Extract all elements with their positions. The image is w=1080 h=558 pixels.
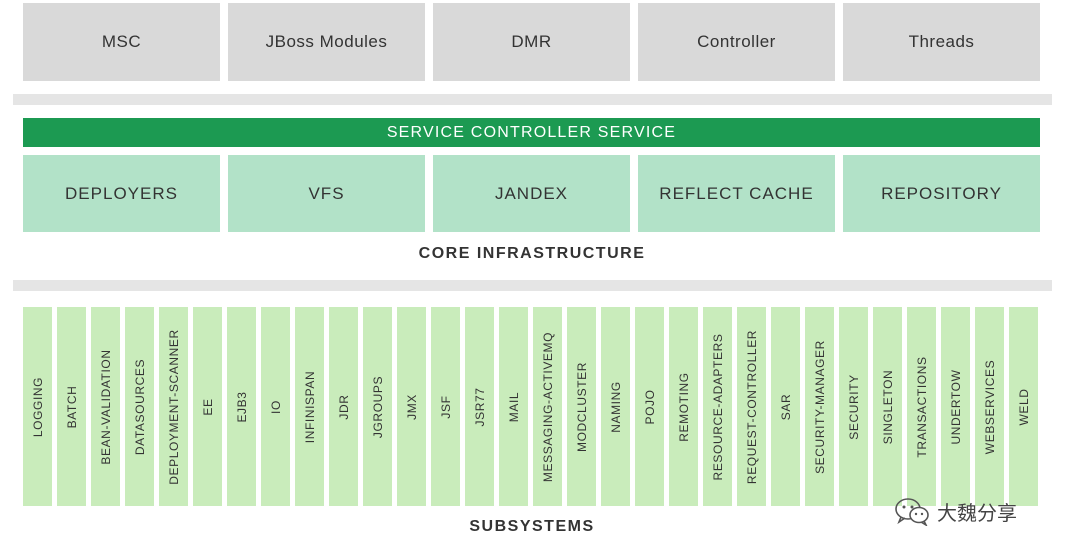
subsystem-label: BEAN-VALIDATION bbox=[98, 348, 113, 465]
core-jandex: JANDEX bbox=[433, 155, 630, 232]
subsystem-label: EE bbox=[200, 397, 215, 416]
subsystem-naming: NAMING bbox=[601, 307, 630, 506]
subsystem-jsr77: JSR77 bbox=[465, 307, 494, 506]
module-jboss-modules: JBoss Modules bbox=[228, 3, 425, 81]
module-dmr: DMR bbox=[433, 3, 630, 81]
subsystem-label: SECURITY bbox=[846, 373, 861, 440]
subsystem-ejb3: EJB3 bbox=[227, 307, 256, 506]
module-threads: Threads bbox=[843, 3, 1040, 81]
module-controller: Controller bbox=[638, 3, 835, 81]
subsystem-label: JDR bbox=[336, 393, 351, 420]
subsystem-deployment-scanner: DEPLOYMENT-SCANNER bbox=[159, 307, 188, 506]
wechat-icon bbox=[895, 498, 929, 526]
subsystem-weld: WELD bbox=[1009, 307, 1038, 506]
separator-middle bbox=[13, 280, 1052, 291]
subsystem-messaging-activemq: MESSAGING-ACTIVEMQ bbox=[533, 307, 562, 506]
subsystem-label: BATCH bbox=[64, 385, 79, 428]
subsystem-datasources: DATASOURCES bbox=[125, 307, 154, 506]
subsystem-jmx: JMX bbox=[397, 307, 426, 506]
watermark-text: 大魏分享 bbox=[937, 502, 1017, 525]
subsystems-label: SUBSYSTEMS bbox=[469, 518, 595, 535]
core-repository: REPOSITORY bbox=[843, 155, 1040, 232]
subsystem-undertow: UNDERTOW bbox=[941, 307, 970, 506]
subsystem-label: NAMING bbox=[608, 380, 623, 433]
subsystem-label: DEPLOYMENT-SCANNER bbox=[166, 328, 181, 485]
subsystem-label: POJO bbox=[642, 388, 657, 425]
subsystem-label: REMOTING bbox=[676, 371, 691, 442]
subsystem-singleton: SINGLETON bbox=[873, 307, 902, 506]
core-deployers: DEPLOYERS bbox=[23, 155, 220, 232]
core-reflect-cache: REFLECT CACHE bbox=[638, 155, 835, 232]
subsystem-webservices: WEBSERVICES bbox=[975, 307, 1004, 506]
subsystem-label: REQUEST-CONTROLLER bbox=[744, 329, 759, 484]
subsystem-label: INFINISPAN bbox=[302, 370, 317, 443]
service-controller-service-bar: SERVICE CONTROLLER SERVICE bbox=[23, 118, 1040, 147]
subsystem-label: WEBSERVICES bbox=[982, 359, 997, 454]
watermark: 大魏分享 bbox=[893, 496, 1017, 526]
subsystem-modcluster: MODCLUSTER bbox=[567, 307, 596, 506]
subsystem-mail: MAIL bbox=[499, 307, 528, 506]
subsystem-jsf: JSF bbox=[431, 307, 460, 506]
subsystem-label: WELD bbox=[1016, 387, 1031, 426]
subsystem-label: JSR77 bbox=[472, 386, 487, 427]
core-infrastructure-label: CORE INFRASTRUCTURE bbox=[418, 245, 646, 262]
subsystem-bean-validation: BEAN-VALIDATION bbox=[91, 307, 120, 506]
subsystem-security-manager: SECURITY-MANAGER bbox=[805, 307, 834, 506]
subsystem-label: MAIL bbox=[506, 391, 521, 422]
subsystem-label: JMX bbox=[404, 393, 419, 420]
subsystem-label: EJB3 bbox=[234, 390, 249, 423]
subsystem-label: TRANSACTIONS bbox=[914, 355, 929, 458]
subsystem-ee: EE bbox=[193, 307, 222, 506]
subsystem-label: SAR bbox=[778, 393, 793, 420]
subsystem-infinispan: INFINISPAN bbox=[295, 307, 324, 506]
subsystem-jdr: JDR bbox=[329, 307, 358, 506]
subsystem-label: SECURITY-MANAGER bbox=[812, 339, 827, 474]
subsystem-jgroups: JGROUPS bbox=[363, 307, 392, 506]
subsystem-label: UNDERTOW bbox=[948, 368, 963, 445]
subsystem-batch: BATCH bbox=[57, 307, 86, 506]
subsystem-logging: LOGGING bbox=[23, 307, 52, 506]
module-msc: MSC bbox=[23, 3, 220, 81]
subsystem-label: DATASOURCES bbox=[132, 358, 147, 455]
subsystem-label: JGROUPS bbox=[370, 375, 385, 438]
subsystem-label: IO bbox=[268, 399, 283, 414]
subsystem-request-controller: REQUEST-CONTROLLER bbox=[737, 307, 766, 506]
subsystem-transactions: TRANSACTIONS bbox=[907, 307, 936, 506]
subsystem-security: SECURITY bbox=[839, 307, 868, 506]
subsystem-label: LOGGING bbox=[30, 376, 45, 437]
subsystem-label: JSF bbox=[438, 394, 453, 419]
subsystem-resource-adapters: RESOURCE-ADAPTERS bbox=[703, 307, 732, 506]
subsystem-sar: SAR bbox=[771, 307, 800, 506]
subsystem-label: MODCLUSTER bbox=[574, 361, 589, 452]
core-vfs: VFS bbox=[228, 155, 425, 232]
subsystem-io: IO bbox=[261, 307, 290, 506]
subsystem-label: MESSAGING-ACTIVEMQ bbox=[540, 331, 555, 482]
subsystem-label: SINGLETON bbox=[880, 369, 895, 444]
subsystem-label: RESOURCE-ADAPTERS bbox=[710, 333, 725, 480]
subsystem-remoting: REMOTING bbox=[669, 307, 698, 506]
separator-top bbox=[13, 94, 1052, 105]
subsystem-pojo: POJO bbox=[635, 307, 664, 506]
